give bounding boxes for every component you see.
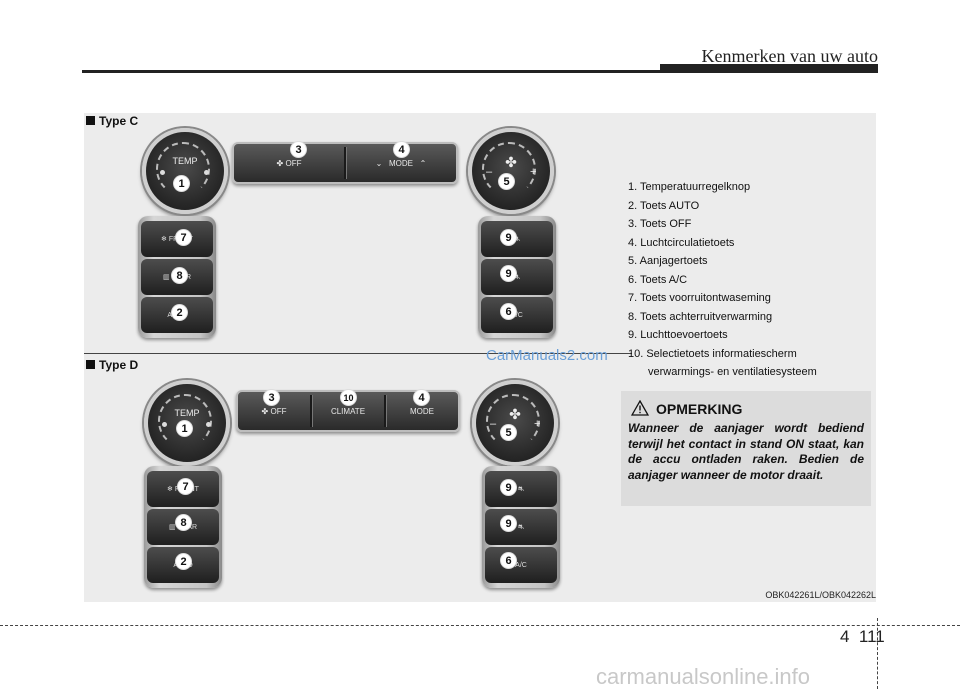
ac-button[interactable]: A/C — [481, 297, 553, 333]
legend-item: 10. Selectietoets informatiescherm — [628, 347, 797, 360]
fan-icon: ✤ — [261, 406, 271, 416]
footer-vertical-rule — [877, 618, 878, 689]
minus-icon: – — [486, 166, 493, 178]
callout-badge: 5 — [501, 425, 516, 440]
legend-item: 9. Luchttoevoertoets — [628, 329, 728, 341]
plus-icon: + — [534, 418, 541, 430]
callout-badge: 1 — [174, 176, 189, 191]
off-button[interactable]: ✤ OFF — [276, 158, 302, 168]
windshield-defrost-icon: ❄ — [167, 486, 175, 493]
strip-separator — [344, 147, 347, 179]
page-header-title: Kenmerken van uw auto — [701, 46, 878, 66]
header-rule — [82, 70, 878, 73]
strip-separator — [384, 395, 387, 427]
type-c-label: Type C — [86, 114, 138, 128]
fan-icon: ✤ — [505, 154, 517, 170]
strip-separator — [310, 395, 313, 427]
watermark: CarManuals2.com — [486, 347, 608, 364]
callout-badge: 10 — [341, 390, 356, 405]
knob-scale — [486, 394, 540, 448]
mode-button[interactable]: ⌄ MODE ⌃ — [375, 158, 427, 168]
air-intake-button[interactable]: ⛐ — [481, 259, 553, 295]
legend-item: 2. Toets AUTO — [628, 199, 700, 212]
fan-icon: ✤ — [509, 406, 521, 422]
legend-item: 7. Toets voorruitontwasem­ing — [628, 292, 771, 304]
legend-item-continued: verwarmings- en ventilatiesysteem — [648, 366, 817, 378]
type-c-top-strip: ✤ OFF ⌄ MODE ⌃ — [232, 142, 458, 184]
callout-badge: 6 — [501, 553, 516, 568]
ac-button[interactable]: A/C — [485, 547, 557, 583]
callout-badge: 3 — [264, 390, 279, 405]
callout-badge: 3 — [291, 142, 306, 157]
climate-button[interactable]: CLIMATE — [330, 406, 366, 416]
temp-label: TEMP — [172, 156, 198, 166]
rear-window-defrost-icon: ▥ — [162, 274, 172, 281]
callout-badge: 8 — [176, 515, 191, 530]
callout-badge: 6 — [501, 304, 516, 319]
callout-badge: 2 — [172, 305, 187, 320]
air-intake-button[interactable]: ⛐ — [485, 471, 557, 507]
type-d-fan-knob[interactable]: ✤ – + — [472, 380, 558, 466]
callout-badge: 7 — [176, 230, 191, 245]
car-fresh-air-icon: ⛐ — [517, 523, 525, 531]
callout-badge: 8 — [172, 268, 187, 283]
rear-window-defrost-icon: ▥ — [168, 524, 178, 531]
windshield-defrost-icon: ❄ — [161, 236, 169, 243]
type-c-temp-knob[interactable]: TEMP — [142, 128, 228, 214]
note-box — [621, 391, 871, 506]
callout-badge: 7 — [178, 479, 193, 494]
header-rule-accent — [660, 64, 878, 71]
figure-code: OBK042261L/OBK042262L — [765, 590, 876, 600]
car-recirculation-icon: ⛐ — [517, 485, 525, 493]
knob-scale — [156, 142, 210, 196]
hot-dot — [204, 170, 209, 175]
air-intake-button[interactable]: ⛐ — [481, 221, 553, 257]
warning-icon — [631, 400, 649, 416]
legend-item: 6. Toets A/C — [628, 273, 688, 286]
cold-dot — [162, 422, 167, 427]
legend-item: 4. Luchtcirculatietoets — [628, 236, 735, 249]
type-d-label: Type D — [86, 358, 138, 372]
note-title: OPMERKING — [656, 401, 743, 417]
callout-badge: 9 — [501, 266, 516, 281]
hot-dot — [206, 422, 211, 427]
type-c-right-button-stack: ⛐ ⛐ A/C — [478, 216, 556, 338]
callout-badge: 5 — [499, 174, 514, 189]
off-button[interactable]: ✤ OFF — [261, 406, 287, 416]
callout-badge: 9 — [501, 480, 516, 495]
page-number: 4 111 — [840, 627, 885, 646]
chevron-down-icon: ⌄ — [375, 158, 389, 168]
cold-dot — [160, 170, 165, 175]
callout-badge: 4 — [414, 390, 429, 405]
air-intake-button[interactable]: ⛐ — [485, 509, 557, 545]
minus-icon: – — [490, 418, 497, 430]
legend-item: 8. Toets achterruitverwarming — [628, 310, 773, 323]
chevron-up-icon: ⌃ — [413, 158, 427, 168]
type-d-right-button-stack: ⛐ ⛐ A/C — [482, 466, 560, 588]
temp-label: TEMP — [174, 408, 200, 418]
control-legend: 1. Temperatuurregelknop 2. Toets AUTO 3.… — [628, 178, 817, 382]
legend-item: 1. Temperatuurregelknop — [628, 181, 751, 193]
type-c-fan-knob[interactable]: ✤ – + — [468, 128, 554, 214]
type-divider — [84, 353, 632, 354]
legend-item: 3. Toets OFF — [628, 218, 692, 230]
car-recirculation-icon: ⛐ — [513, 235, 521, 243]
callout-badge: 2 — [176, 554, 191, 569]
knob-scale — [482, 142, 536, 196]
car-fresh-air-icon: ⛐ — [513, 273, 521, 281]
callout-badge: 9 — [501, 230, 516, 245]
plus-icon: + — [530, 166, 537, 178]
callout-badge: 1 — [177, 421, 192, 436]
callout-badge: 4 — [394, 142, 409, 157]
knob-scale — [158, 394, 212, 448]
note-text: Wanneer de aanjager wordt bediend terwij… — [628, 421, 864, 482]
mode-button[interactable]: MODE — [410, 406, 434, 416]
site-watermark: carmanualsonline.info — [596, 664, 811, 689]
legend-item: 5. Aanjagertoets — [628, 255, 708, 267]
footer-rule — [0, 625, 960, 626]
fan-icon: ✤ — [276, 158, 286, 168]
callout-badge: 9 — [501, 516, 516, 531]
